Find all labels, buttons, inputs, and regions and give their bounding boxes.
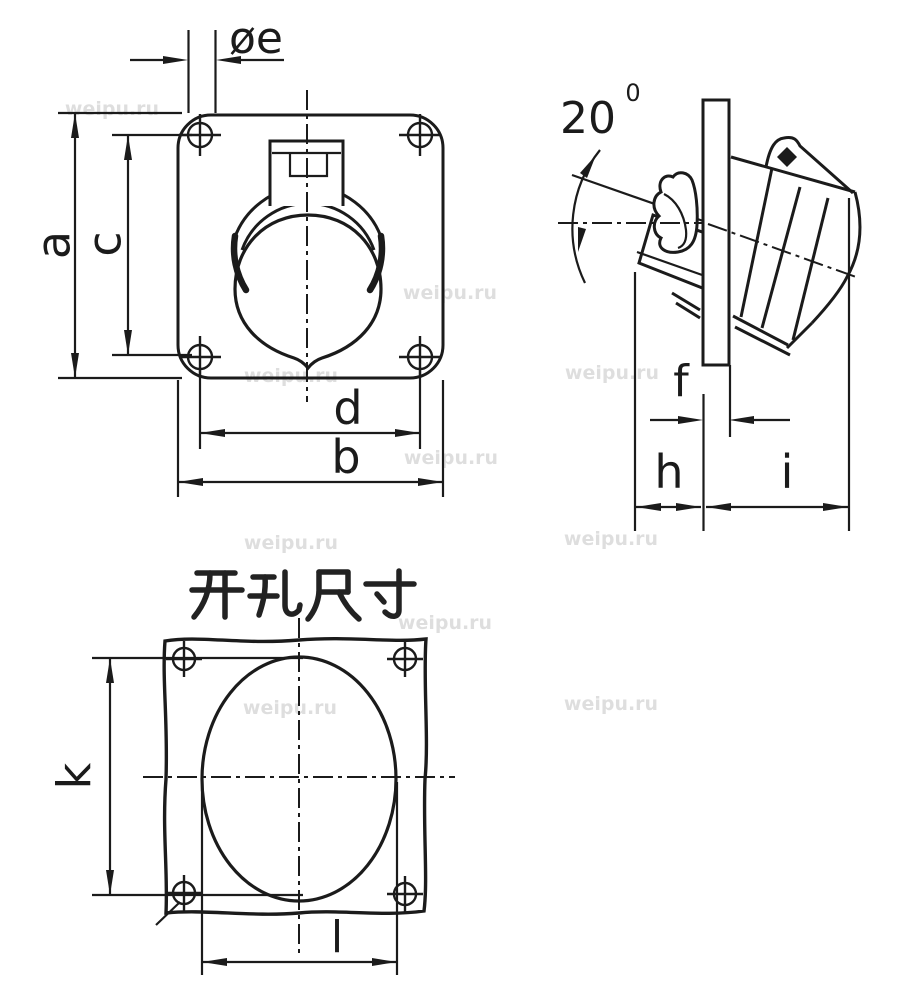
dimension-i: i xyxy=(706,445,848,511)
mounting-hole xyxy=(399,114,441,156)
body-bottom-edge xyxy=(732,314,789,347)
watermark-text: weipu.ru xyxy=(244,532,338,554)
rear-housing xyxy=(636,171,707,320)
dimension-f: f xyxy=(650,356,790,424)
hanzi-kong xyxy=(247,569,303,618)
body-contour-line xyxy=(739,167,774,318)
dim-label-d: d xyxy=(333,381,362,435)
dimension-a: a xyxy=(27,113,81,378)
corner-overshoot-tick xyxy=(155,901,181,926)
dim-label-h: h xyxy=(654,445,683,499)
body-contour-line xyxy=(760,186,802,329)
dim-label-i: i xyxy=(781,445,794,499)
cutout-drill-holes xyxy=(166,641,423,912)
dim-label-e: øe xyxy=(229,13,283,64)
body-contour-line xyxy=(791,197,830,341)
hanzi-chi xyxy=(305,569,362,622)
hanzi-cun xyxy=(363,568,417,619)
rim-shade-left xyxy=(230,232,250,294)
hanzi-kai xyxy=(189,570,245,620)
ear-hole xyxy=(777,147,797,167)
dim-label-b: b xyxy=(331,430,360,484)
mounting-hole xyxy=(399,336,441,378)
front-extension-lines xyxy=(58,30,445,497)
dimension-b: b xyxy=(178,430,443,486)
mounting-hole xyxy=(179,114,221,156)
panel-sheet-outline xyxy=(162,637,429,916)
dimension-l: l xyxy=(202,912,397,966)
mounting-hole xyxy=(179,336,221,378)
side-extension-lines xyxy=(633,198,851,531)
watermark-text: weipu.ru xyxy=(398,612,492,634)
watermark-text: weipu.ru xyxy=(404,447,498,469)
dimension-c: c xyxy=(78,135,132,355)
angle-value: 20 xyxy=(560,93,616,144)
front-view: a c øe d b xyxy=(27,13,445,497)
dim-label-k: k xyxy=(48,762,102,789)
rear-step-line xyxy=(675,301,701,320)
cutout-view: k l xyxy=(48,568,455,975)
watermark-layer: weipu.ru weipu.ru weipu.ru weipu.ru weip… xyxy=(65,98,659,719)
watermark-text: weipu.ru xyxy=(564,528,658,550)
dimension-e: øe xyxy=(130,13,284,64)
dimension-d: d xyxy=(200,381,420,437)
tilted-socket-body xyxy=(730,136,862,357)
watermark-text: weipu.ru xyxy=(243,697,337,719)
front-face-bottom xyxy=(785,321,814,350)
angle-dimension: 20 0 xyxy=(560,79,641,284)
watermark-text: weipu.ru xyxy=(65,98,159,120)
watermark-text: weipu.ru xyxy=(565,362,659,384)
rear-shell-inner-line xyxy=(636,250,706,278)
latch-inner-window xyxy=(288,153,329,178)
drill-hole xyxy=(387,641,423,677)
tilted-axis-centerline xyxy=(707,223,857,278)
rim-shade-right xyxy=(366,232,386,294)
body-top-edge xyxy=(730,155,856,194)
dim-label-c: c xyxy=(78,231,132,256)
watermark-text: weipu.ru xyxy=(403,282,497,304)
dim-label-l: l xyxy=(331,912,343,963)
drill-hole xyxy=(166,641,202,677)
body-bottom-edge-2 xyxy=(734,325,791,357)
dim-label-a: a xyxy=(27,231,81,259)
drill-hole xyxy=(387,876,423,912)
cutout-view-title xyxy=(189,568,417,622)
side-view: 20 0 f h i xyxy=(558,79,862,531)
angle-superscript: 0 xyxy=(625,79,640,107)
front-face-arc xyxy=(810,191,862,325)
latch-lever-crease xyxy=(663,193,688,250)
mounting-flange xyxy=(176,113,445,380)
dimension-h: h xyxy=(636,445,701,511)
flange-mounting-holes xyxy=(179,114,441,378)
watermark-text: weipu.ru xyxy=(244,365,338,387)
dim-label-f: f xyxy=(673,356,690,407)
mounting-ear xyxy=(764,136,854,195)
latch-lever xyxy=(652,171,699,254)
drill-hole xyxy=(166,875,202,911)
rear-step-line xyxy=(671,291,701,312)
panel-plate xyxy=(701,98,731,367)
dimension-k: k xyxy=(48,658,114,895)
watermark-text: weipu.ru xyxy=(564,693,658,715)
